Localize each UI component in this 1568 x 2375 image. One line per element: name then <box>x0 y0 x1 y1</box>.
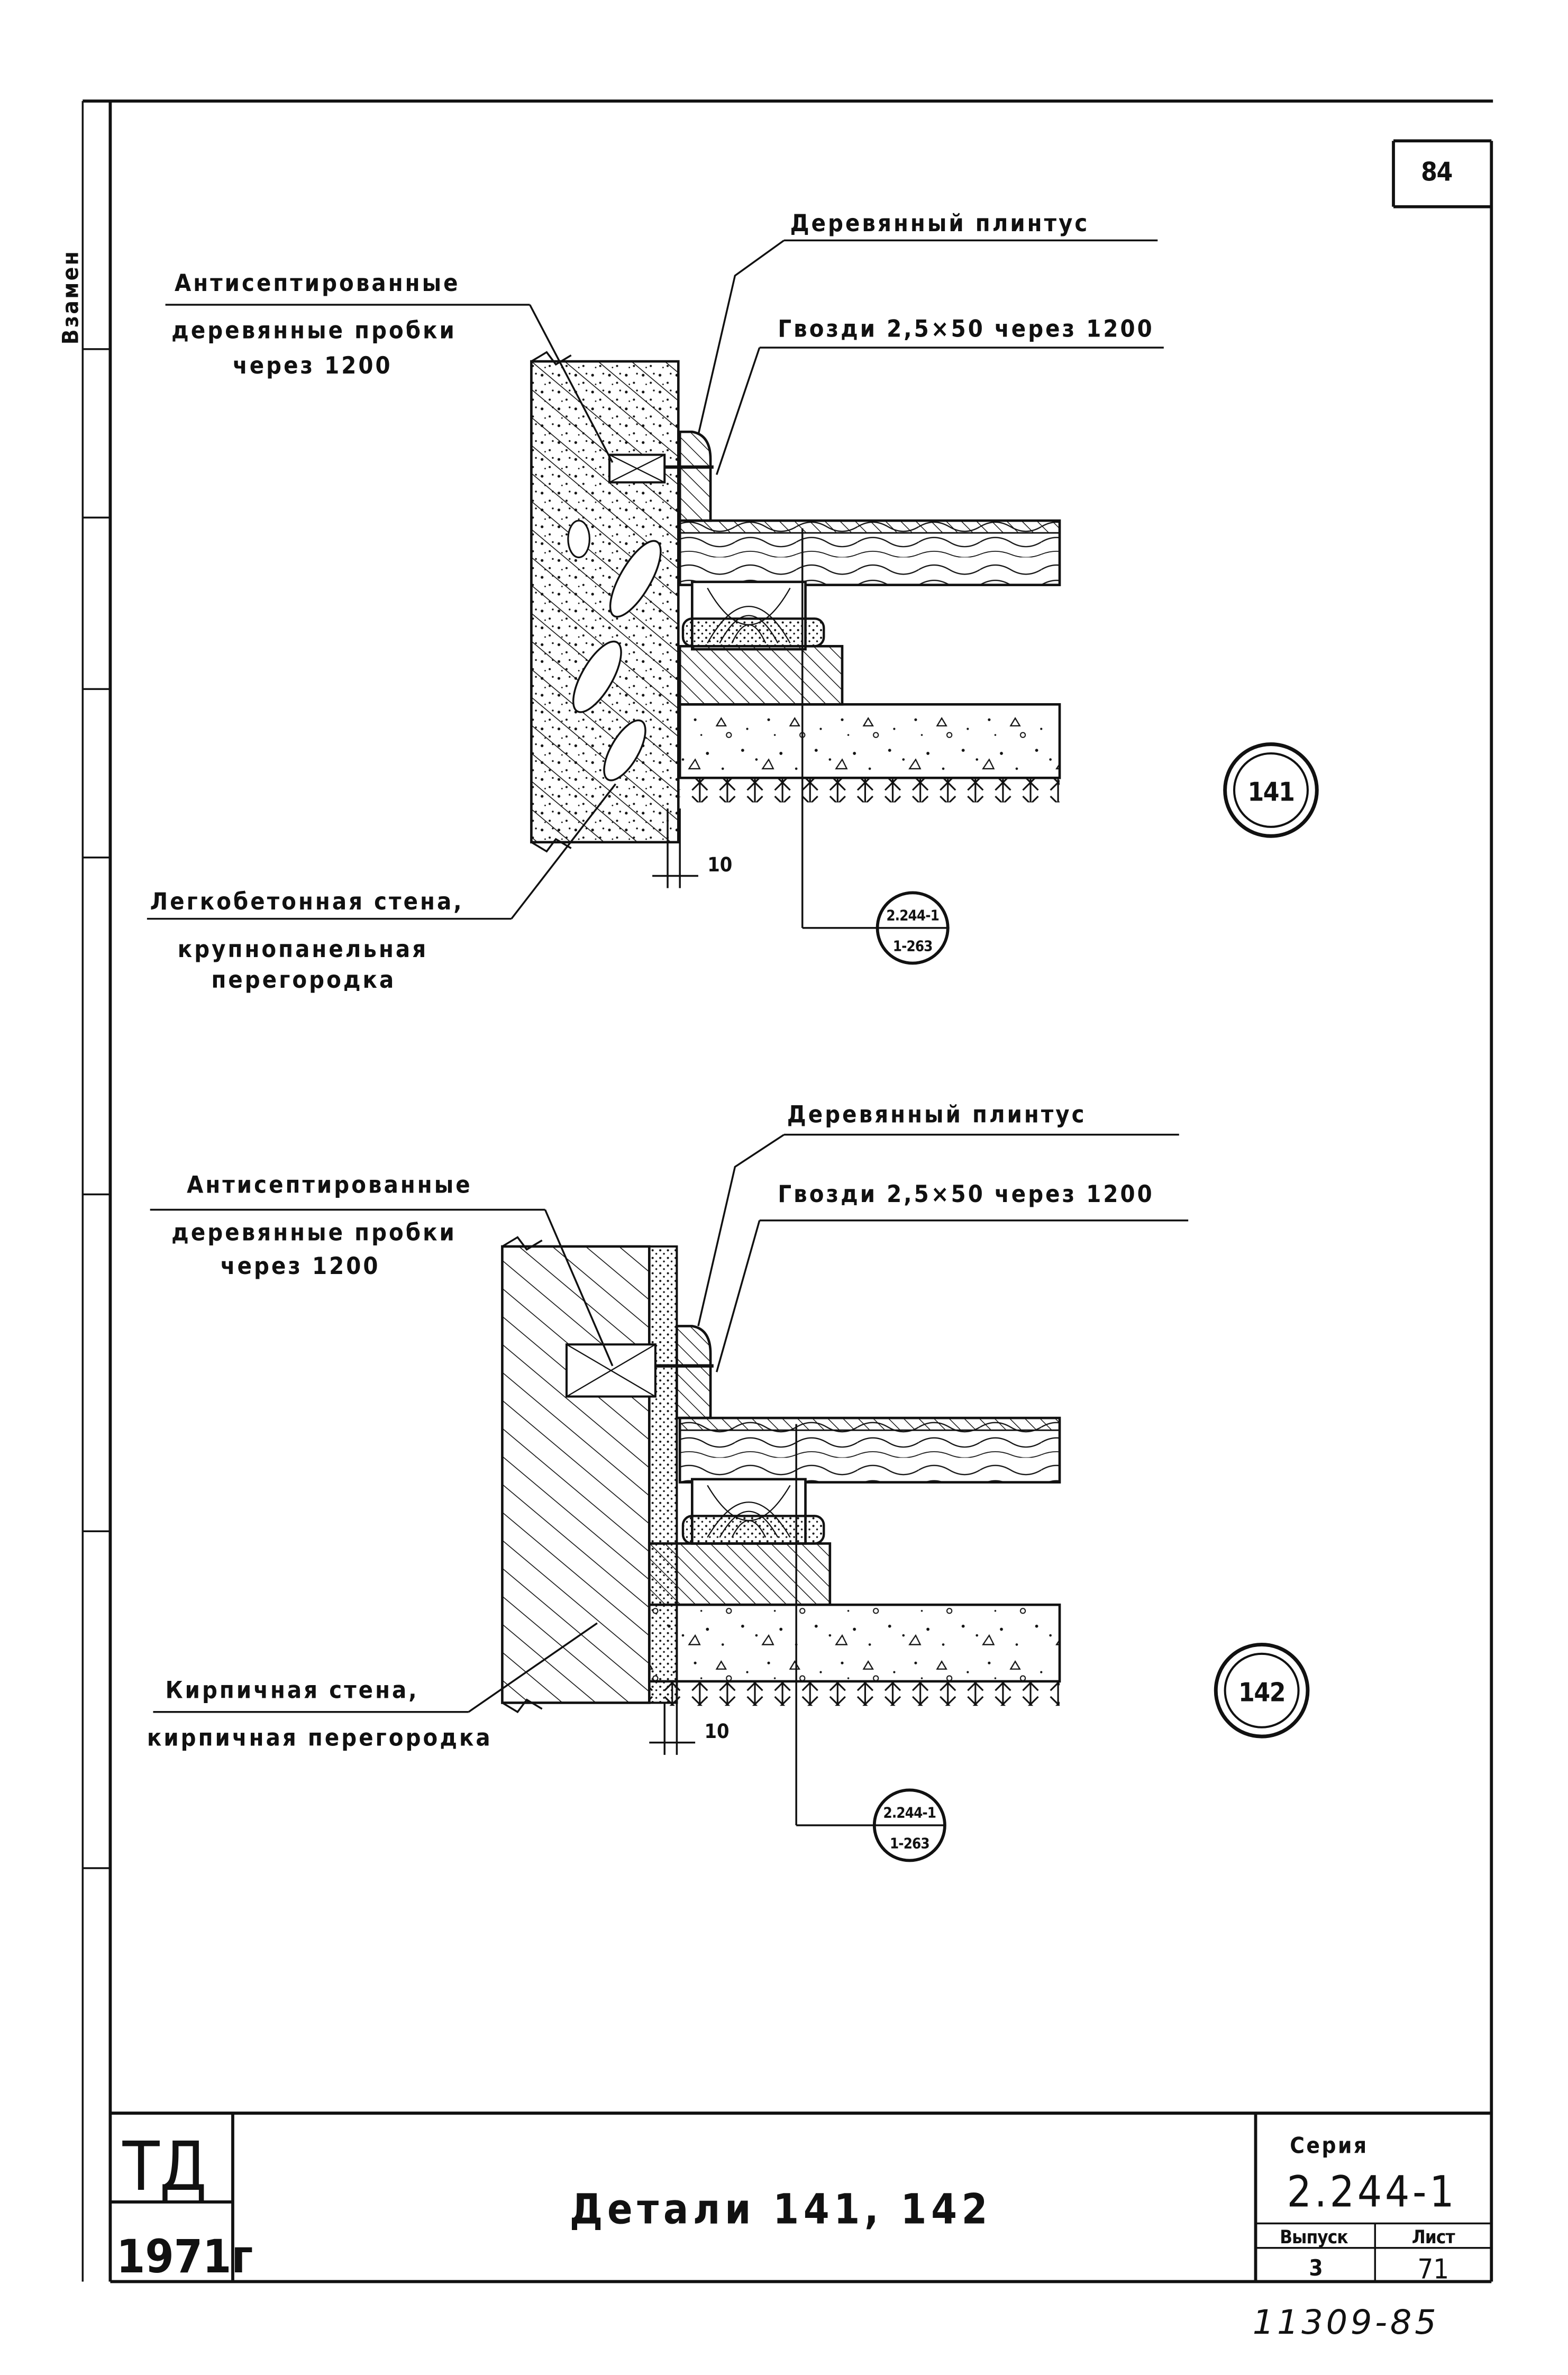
detail-142-plinth-label: Деревянный плинтус <box>787 1100 1087 1128</box>
detail-142-wall-label-line1: Кирпичная стена, <box>166 1676 419 1704</box>
detail-141-wall-label-line3: перегородка <box>211 966 396 994</box>
detail-142-nails-label: Гвозди 2,5×50 через 1200 <box>778 1180 1154 1208</box>
detail-142-reference-top: 2.244-1 <box>883 1804 936 1821</box>
detail-142-marker-label: 142 <box>1238 1677 1285 1708</box>
detail-142-drawing <box>501 1236 1061 1826</box>
detail-141-plinth-label: Деревянный плинтус <box>790 209 1090 237</box>
detail-141-wall-label-line1: Легкобетонная стена, <box>150 887 464 915</box>
detail-142-plugs-label-line3: через 1200 <box>221 1252 380 1280</box>
detail-142-marker <box>1214 1642 1310 1739</box>
detail-141-wall-label-line2: крупнопанельная <box>178 935 428 963</box>
margin-note: Взамен <box>58 250 84 345</box>
org-code: ТД <box>122 2128 207 2206</box>
sheet-label: Лист <box>1412 2227 1455 2248</box>
detail-141-drawing <box>530 351 1061 929</box>
detail-142-plugs-label-line1: Антисептированные <box>187 1171 472 1199</box>
detail-142-reference-bottom: 1-263 <box>890 1835 929 1852</box>
detail-141-reference-bottom: 1-263 <box>893 938 933 954</box>
page-number: 84 <box>1421 157 1452 187</box>
detail-141-gap-dimension: 10 <box>707 853 732 876</box>
detail-141-reference-bubble <box>876 891 950 965</box>
detail-141-marker-label: 141 <box>1247 777 1294 807</box>
series-value: 2.244-1 <box>1287 2168 1457 2217</box>
detail-142-gap-dimension: 10 <box>704 1719 729 1743</box>
handwritten-number: 11309-85 <box>1253 2303 1439 2342</box>
year: 1971г <box>116 2230 253 2283</box>
detail-141-plugs-label-line1: Антисептированные <box>175 269 460 297</box>
detail-142-reference-bubble <box>872 1788 946 1862</box>
sheet-frame <box>81 99 1493 2283</box>
drawing-title: Детали 141, 142 <box>570 2185 992 2233</box>
detail-141-leaders <box>147 239 1164 920</box>
detail-141-plugs-label-line2: деревянные пробки <box>171 316 457 344</box>
detail-142-plugs-label-line2: деревянные пробки <box>171 1218 457 1246</box>
detail-141-plugs-label-line3: через 1200 <box>233 351 393 379</box>
detail-141-nails-label: Гвозди 2,5×50 через 1200 <box>778 315 1154 343</box>
series-label: Серия <box>1290 2132 1368 2158</box>
detail-142-wall-label-line2: кирпичная перегородка <box>147 1723 493 1751</box>
detail-141-marker <box>1223 742 1319 838</box>
issue-value: 3 <box>1309 2255 1325 2281</box>
issue-label: Выпуск <box>1280 2227 1348 2248</box>
sheet-value: 71 <box>1417 2254 1449 2286</box>
page-number-box <box>1392 139 1492 208</box>
detail-142-leaders <box>150 1133 1189 1713</box>
title-block <box>110 2112 1492 2282</box>
detail-141-reference-top: 2.244-1 <box>886 907 939 924</box>
